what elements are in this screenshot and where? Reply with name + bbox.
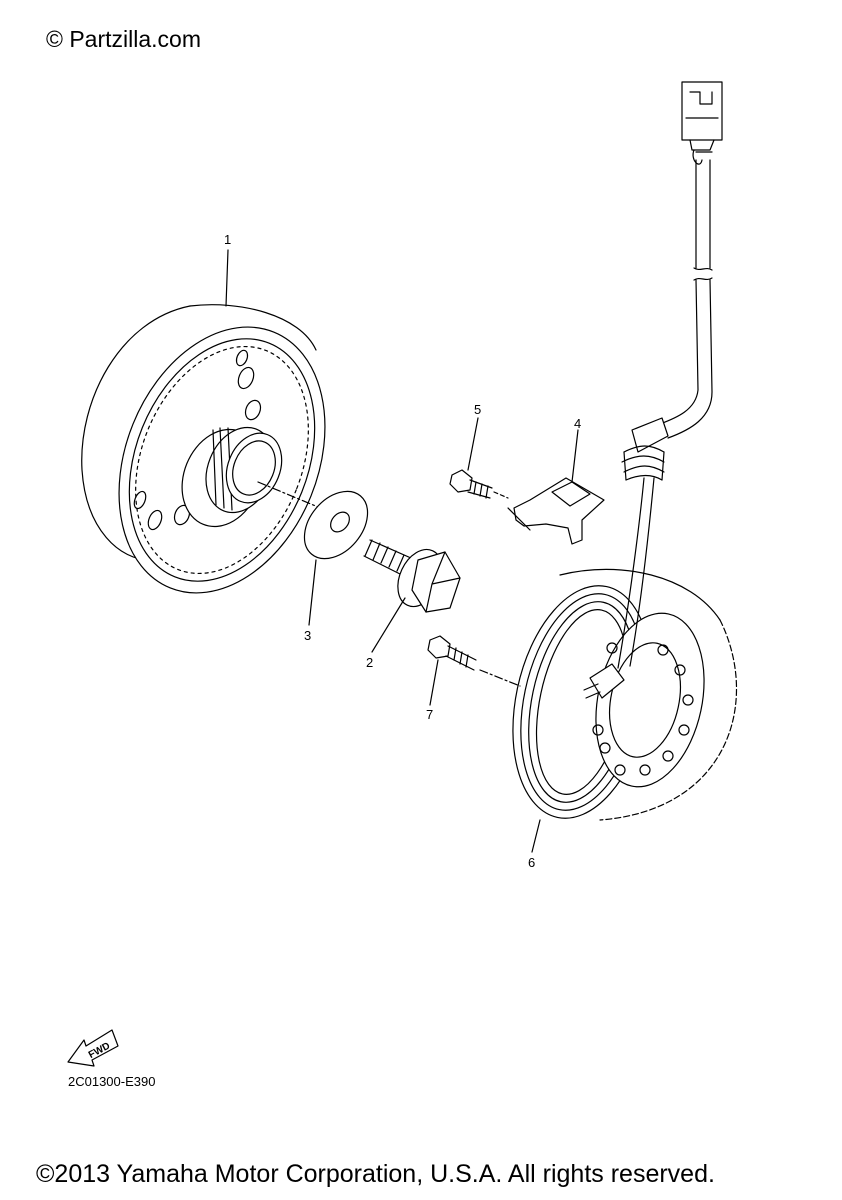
washer xyxy=(303,490,369,626)
stator-bolt xyxy=(427,635,521,706)
partzilla-watermark: © Partzilla.com xyxy=(46,26,201,52)
diagram-code: 2C01300-E390 xyxy=(68,1074,156,1089)
flange-bolt xyxy=(363,539,461,653)
callout-1: 1 xyxy=(224,232,231,247)
copyright-notice: ©2013 Yamaha Motor Corporation, U.S.A. A… xyxy=(36,1160,715,1188)
wire-harness xyxy=(621,81,723,481)
stator-assembly xyxy=(512,477,738,853)
callout-2: 2 xyxy=(366,655,373,670)
fwd-arrow-icon: FWD xyxy=(67,1029,119,1067)
wire-bracket xyxy=(507,429,605,545)
callout-7: 7 xyxy=(426,707,433,722)
callout-6: 6 xyxy=(528,855,535,870)
callout-4: 4 xyxy=(574,416,581,431)
callout-3: 3 xyxy=(304,628,311,643)
small-bolt xyxy=(449,417,509,499)
rotor-flywheel xyxy=(81,304,331,594)
callout-5: 5 xyxy=(474,402,481,417)
